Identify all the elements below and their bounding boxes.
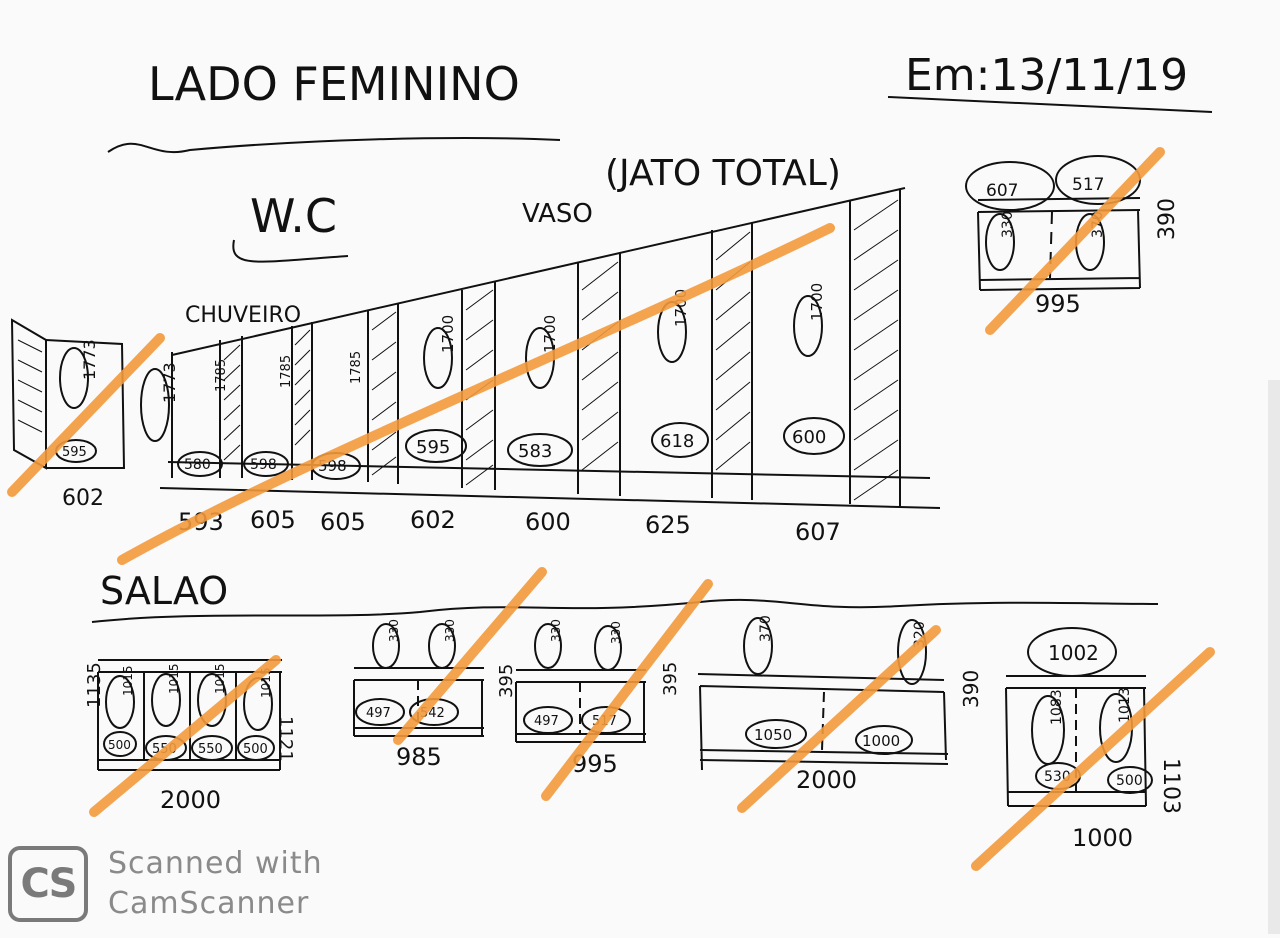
salao-unit-1-lower-0: 500: [108, 738, 131, 752]
width-7: 607: [795, 518, 841, 546]
salao-unit-1-lower-2: 550: [198, 742, 223, 757]
salao-unit-5-height: 1103: [1158, 758, 1183, 814]
strike-salao-unit-1: [89, 655, 281, 817]
door-small-6: 618: [660, 431, 694, 452]
width-5: 600: [525, 508, 571, 536]
right-unit-top-value-1: 517: [1072, 175, 1104, 195]
date-underline: [887, 96, 1213, 113]
side-stall: [10, 318, 126, 470]
right-unit-width: 995: [1035, 290, 1081, 318]
door-height-1: 1785: [214, 359, 229, 392]
strike-salao-unit-3: [541, 579, 713, 801]
door-small-0: 595: [62, 445, 87, 460]
jato-total-label: (JATO TOTAL): [605, 153, 841, 194]
salao-unit-2-top-0: 330: [387, 619, 401, 642]
salao-label: SALAO: [100, 569, 228, 613]
salao-unit-1-width: 2000: [160, 786, 221, 814]
watermark-line-1: Scanned with: [108, 846, 323, 881]
door-small-4: 595: [416, 437, 450, 458]
salao-unit-1-lower-3: 500: [243, 742, 268, 757]
stalls-top-line: [171, 187, 906, 356]
stalls-bottom-line: [159, 487, 941, 509]
salao-unit-3-sketch: [515, 623, 646, 743]
salao-unit-3-top-0: 330: [549, 619, 563, 642]
salao-unit-4-top-0: 370: [758, 615, 774, 642]
salao-underline: [91, 598, 1159, 623]
strike-salao-unit-2: [393, 567, 547, 745]
strike-through-marks: [7, 147, 1215, 871]
camscanner-logo: CS: [8, 846, 88, 922]
right-unit-height: 390: [1155, 198, 1180, 240]
salao-unit-4-inner-1: 1000: [862, 732, 900, 750]
salao-unit-4-height: 390: [959, 670, 983, 708]
salao-unit-3-top-1: 330: [609, 621, 623, 644]
salao-unit-3-height: 395: [660, 662, 681, 696]
vaso-label: VASO: [522, 199, 593, 229]
right-unit-sketch: [965, 155, 1141, 291]
date: Em:13/11/19: [905, 50, 1188, 101]
door-height-7: 1700: [808, 283, 826, 321]
salao-unit-5-sketch: [1005, 627, 1153, 807]
salao-unit-1-upper-1: 1015: [167, 663, 181, 694]
strike-salao-unit-4: [737, 625, 941, 813]
watermark-line-2: CamScanner: [108, 886, 310, 921]
strike-right-unit: [985, 147, 1165, 335]
right-unit-top-value-0: 607: [986, 181, 1018, 201]
door-small-5: 583: [518, 441, 552, 462]
salao-unit-5-lower-1: 500: [1116, 773, 1143, 789]
width-2: 605: [250, 506, 296, 534]
door-small-1: 580: [184, 457, 211, 473]
width-6: 625: [645, 511, 691, 539]
salao-unit-4-sketch: [697, 617, 949, 771]
door-small-2: 598: [250, 457, 277, 473]
door-height-3: 1785: [349, 351, 364, 384]
scanner-watermark: CS Scanned with CamScanner: [8, 842, 338, 926]
salao-unit-2-inner-0: 497: [366, 706, 391, 721]
salao-unit-2-top-1: 330: [443, 619, 457, 642]
door-height-2: 1785: [279, 355, 294, 388]
right-unit-inner-value-0: 330: [1000, 211, 1016, 238]
salao-unit-2-height: 395: [496, 664, 517, 698]
chuveiro-label: CHUVEIRO: [185, 303, 301, 328]
door-height-5: 1700: [541, 315, 559, 353]
salao-unit-5-upper-1: 1013: [1117, 687, 1133, 723]
salao-unit-5-width: 1000: [1072, 824, 1133, 852]
paper-edge: [1268, 380, 1280, 934]
salao-unit-1-upper-0: 1015: [121, 665, 135, 696]
salao-unit-4-width: 2000: [796, 766, 857, 794]
strike-wc-stalls: [117, 223, 835, 565]
width-3: 605: [320, 508, 366, 536]
salao-unit-3-inner-0: 497: [534, 714, 559, 729]
salao-unit-5-upper-0: 1083: [1049, 689, 1065, 725]
strike-salao-unit-5: [971, 647, 1215, 871]
width-0: 602: [62, 486, 104, 511]
strike-side-stall: [7, 333, 165, 497]
salao-unit-1-upper-2: 1015: [213, 663, 227, 694]
wc-label: W.C: [250, 189, 337, 243]
width-4: 602: [410, 506, 456, 534]
side-height: 1773: [160, 362, 179, 403]
door-height-4: 1700: [439, 315, 457, 353]
salao-unit-4-inner-0: 1050: [754, 726, 792, 744]
salao-unit-1-right-height: 1121: [275, 716, 296, 762]
salao-unit-1-left-height: 1135: [84, 662, 105, 708]
title: LADO FEMININO: [148, 57, 520, 111]
side-door-height: 1773: [80, 339, 99, 380]
salao-unit-5-top-0: 1002: [1048, 641, 1099, 665]
wc-underline: [232, 239, 349, 263]
salao-unit-2-width: 985: [396, 743, 442, 771]
door-small-7: 600: [792, 427, 826, 448]
title-underline: [107, 137, 561, 154]
